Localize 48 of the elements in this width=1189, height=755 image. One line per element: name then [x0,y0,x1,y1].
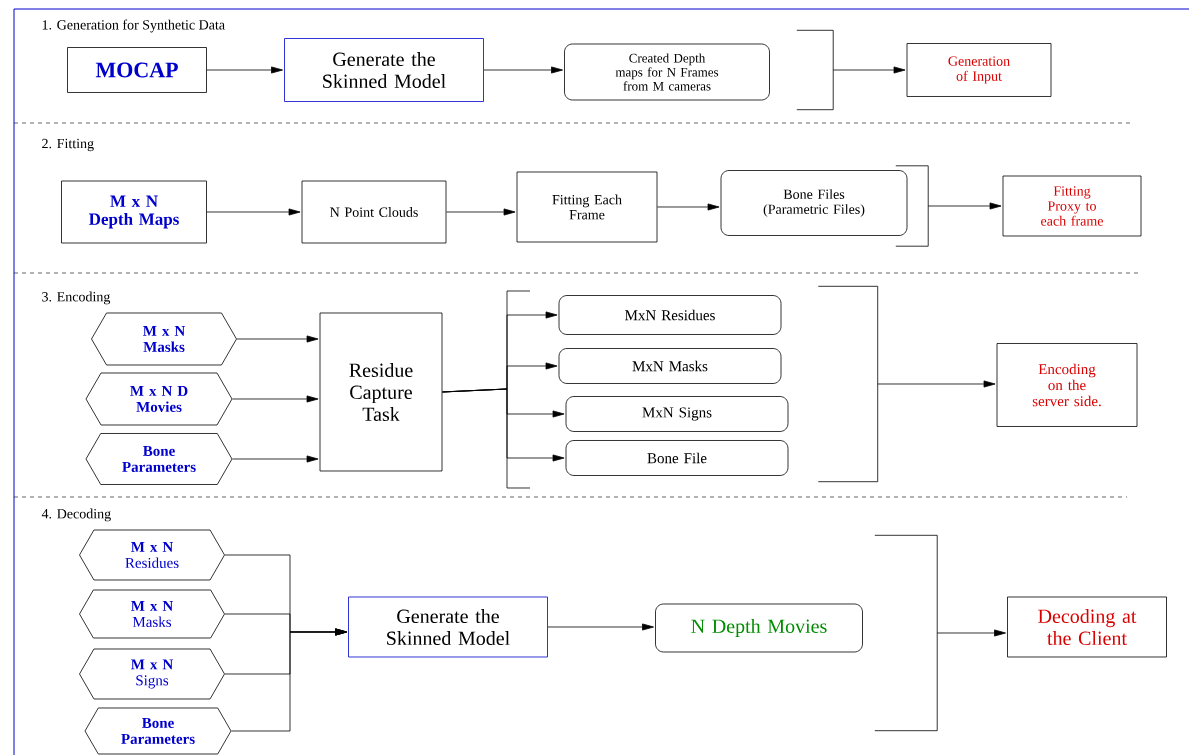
input-hexagon: Bone Parameters [84,707,232,755]
input-hexagon: M x N Masks [91,312,237,366]
arrow [446,208,516,216]
output-box: Bone File [565,440,789,476]
process-box: Created Depth maps for N Frames from M cameras [564,43,770,101]
process-box: Fitting Each Frame [516,171,658,243]
arrow [483,66,563,74]
bracket [796,29,834,111]
section-title: 2. Fitting [42,138,94,152]
output-box: N Depth Movies [655,603,863,653]
process-box: Bone Files (Parametric Files) [720,170,908,236]
output-box: Generation of Input [906,43,1052,97]
bracket [874,534,938,732]
process-box: Generate the Skinned Model [284,38,484,102]
arrow [547,623,654,631]
output-box: MxN Masks [558,348,782,384]
section-title: 1. Generation for Synthetic Data [42,19,225,33]
process-box: Residue Capture Task [319,312,443,472]
arrow [236,335,319,343]
output-box: MxN Signs [565,396,789,432]
input-hexagon: M x N D Movies [85,372,233,426]
input-hexagon: M x N Masks [79,589,225,639]
input-hexagon: Bone Parameters [85,433,233,485]
arrow [232,395,319,403]
arrow [442,388,565,462]
bracket [895,165,929,247]
section-title: 3. Encoding [42,291,111,305]
arrow [232,455,319,463]
arrow [231,628,347,732]
input-box: MOCAP [67,47,207,93]
output-box: Encoding on the server side. [996,343,1138,427]
output-box: MxN Residues [558,295,782,335]
arrow [206,208,301,216]
arrow [657,203,720,211]
arrow [832,66,906,74]
arrow [927,202,1002,210]
output-box: Decoding at the Client [1007,596,1167,658]
process-box: Generate the Skinned Model [348,596,548,658]
process-box: N Point Clouds [301,180,447,244]
input-box: M x N Depth Maps [61,180,207,244]
arrow [936,629,1006,637]
arrow [877,380,996,388]
output-box: Fitting Proxy to each frame [1002,175,1142,237]
arrow [206,66,283,74]
input-hexagon: M x N Residues [79,529,225,581]
bracket [817,285,879,483]
input-hexagon: M x N Signs [79,648,225,700]
section-title: 4. Decoding [41,508,111,522]
